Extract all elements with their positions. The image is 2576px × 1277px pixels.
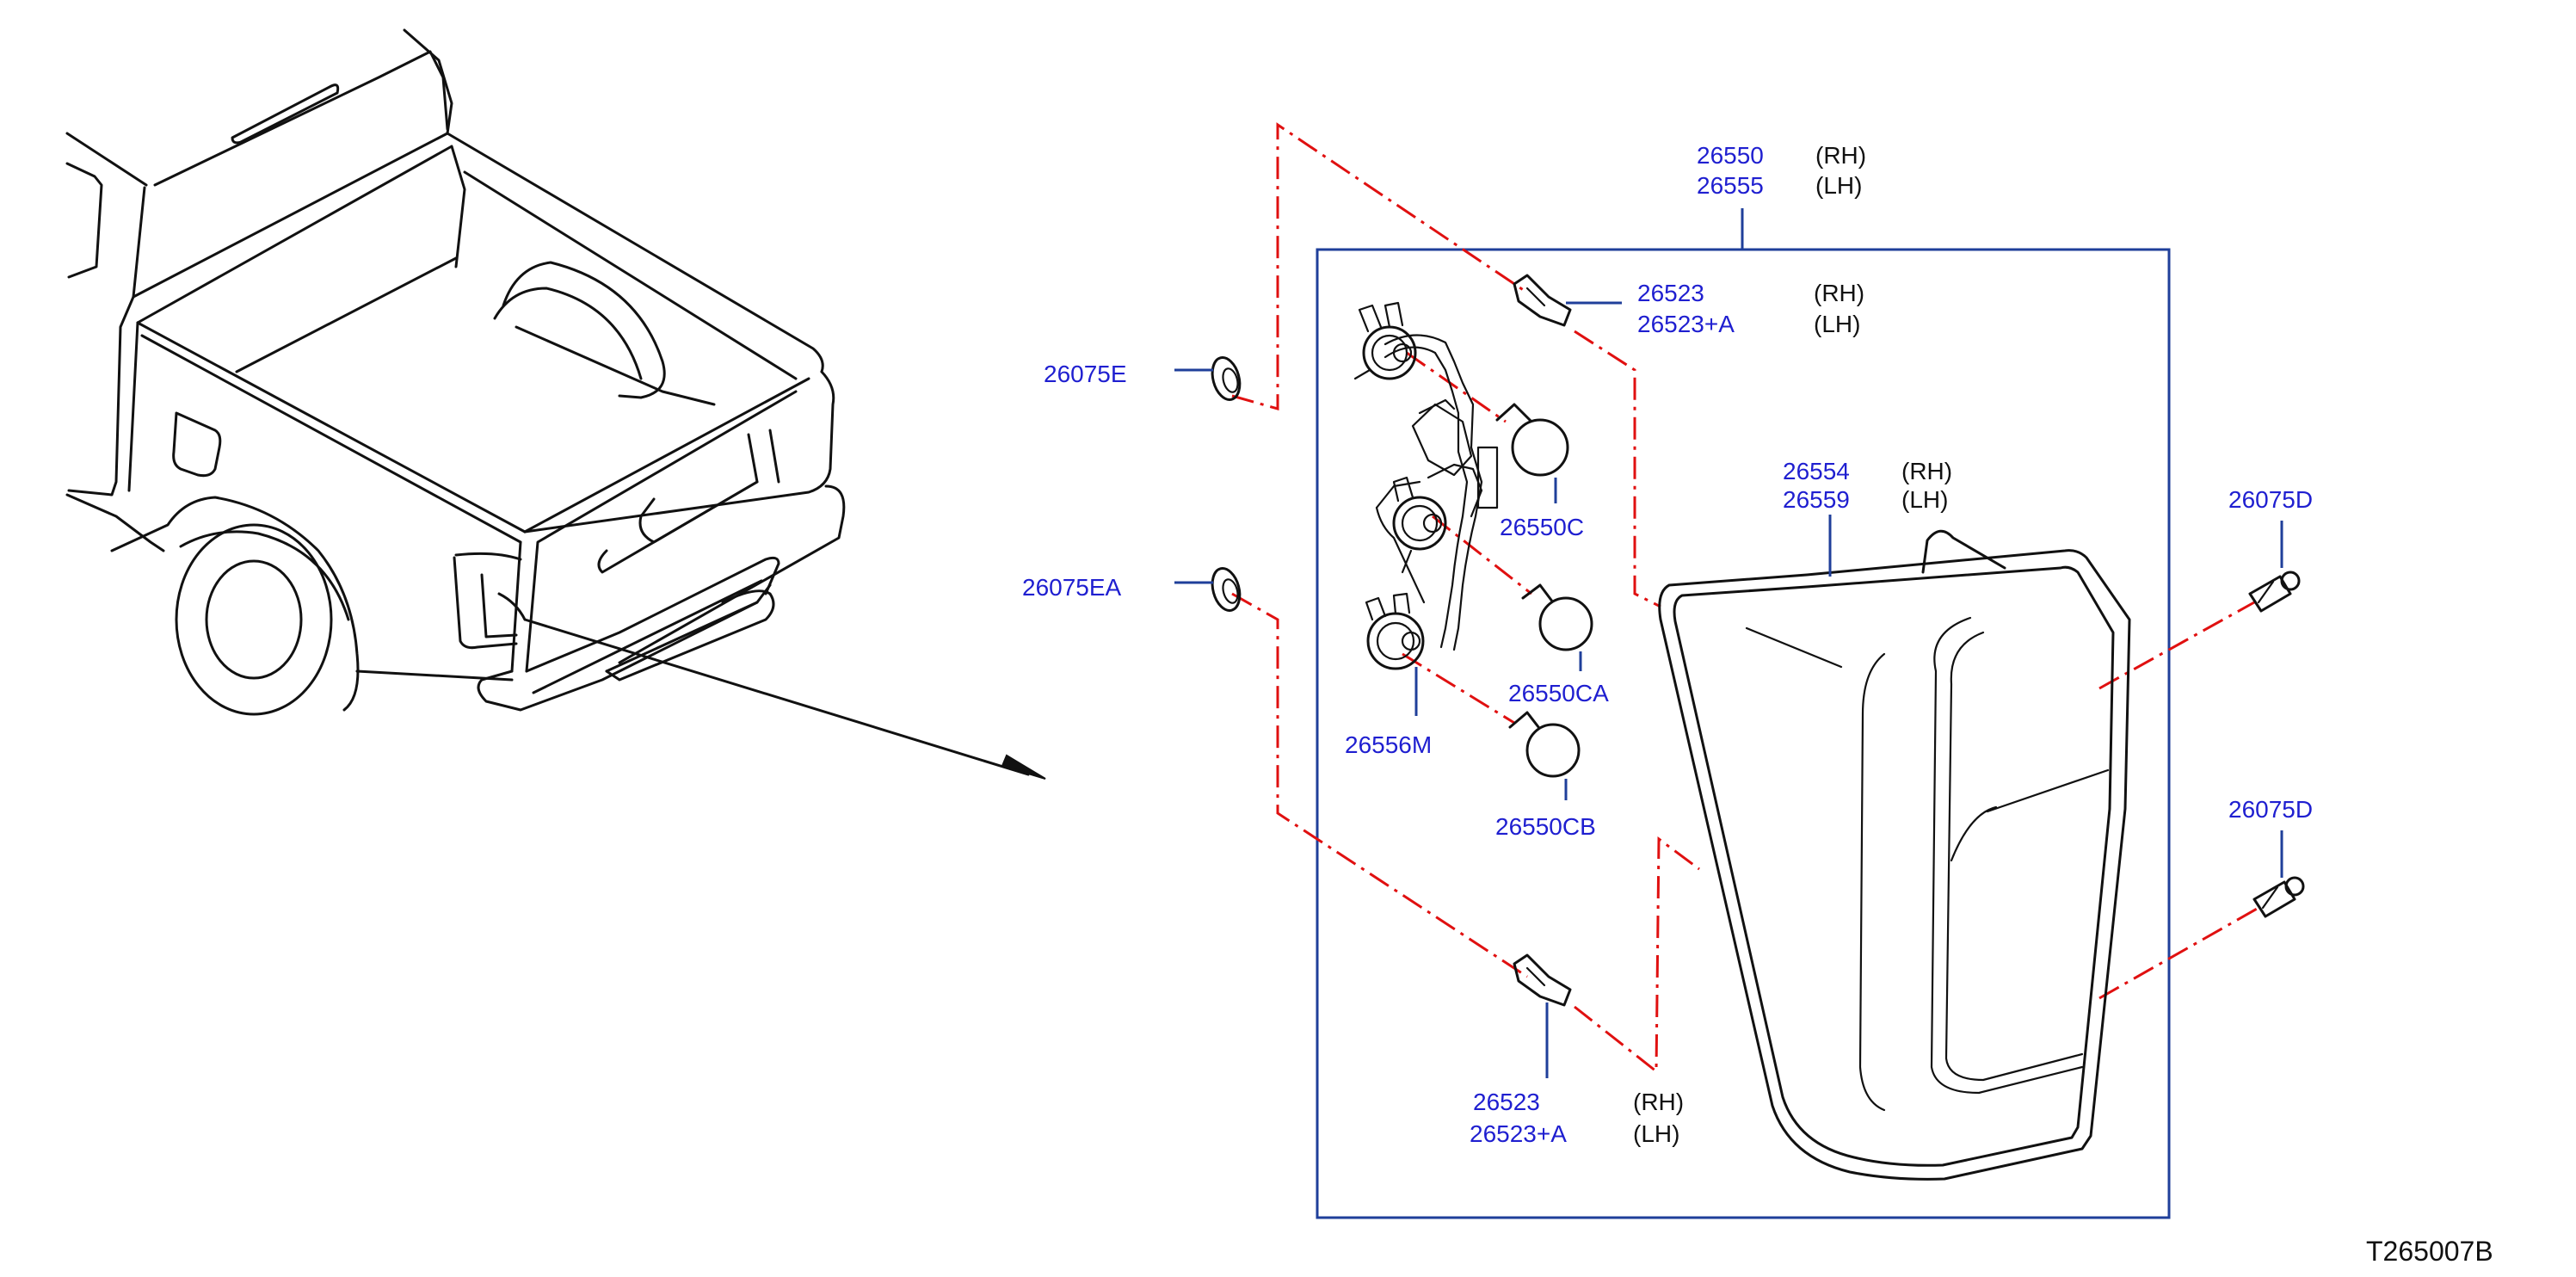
label-bulb-ca: 26550CA	[1508, 680, 1609, 706]
screw-bottom	[2252, 876, 2305, 918]
bulb-26550cb	[1508, 711, 1581, 778]
label-assembly-lh: 26555	[1697, 172, 1764, 199]
label-screw-top: 26075D	[2228, 486, 2313, 513]
label-clip-bottom-rh-side: (RH)	[1633, 1089, 1684, 1115]
clip-top	[1513, 274, 1572, 327]
label-clip-top-rh: 26523	[1637, 280, 1704, 306]
label-clip-top-lh: 26523+A	[1637, 311, 1735, 337]
label-lens-rh: 26554	[1783, 458, 1850, 484]
bulb-26550c	[1495, 403, 1569, 477]
label-bulb-c: 26550C	[1500, 514, 1584, 540]
grommet-26075ea	[1211, 567, 1242, 612]
label-grommet-ea: 26075EA	[1022, 574, 1122, 601]
label-grommet-e: 26075E	[1044, 361, 1127, 387]
grommet-26075e	[1211, 356, 1242, 401]
label-clip-bottom-lh-side: (LH)	[1633, 1120, 1679, 1147]
label-bulb-cb: 26550CB	[1495, 813, 1596, 840]
label-lens-rh-side: (RH)	[1901, 458, 1952, 484]
label-assembly-rh-side: (RH)	[1815, 142, 1866, 169]
label-screw-bottom: 26075D	[2228, 796, 2313, 823]
label-assembly-rh: 26550	[1697, 142, 1764, 169]
label-lens-lh: 26559	[1783, 486, 1850, 513]
socket-lower	[1365, 592, 1425, 670]
clip-bottom	[1513, 953, 1572, 1007]
diagram-reference-code: T265007B	[2366, 1236, 2493, 1267]
label-assembly-lh-side: (LH)	[1815, 172, 1862, 199]
wiring-harness	[1375, 334, 1499, 651]
truck-rear-illustration	[65, 28, 1046, 780]
leader-lines	[1174, 301, 2283, 1078]
bulb-26550ca	[1521, 583, 1593, 651]
label-clip-top-rh-side: (RH)	[1814, 280, 1864, 306]
screw-top	[2248, 571, 2301, 613]
label-clip-bottom-rh: 26523	[1473, 1089, 1540, 1115]
assembly-frame	[1316, 248, 2171, 1219]
label-lens-lh-side: (LH)	[1901, 486, 1948, 513]
tail-lamp-lens	[1658, 529, 2131, 1181]
label-clip-bottom-lh: 26523+A	[1470, 1120, 1567, 1147]
socket-upper	[1353, 301, 1417, 380]
assembly-lines	[1231, 122, 2259, 1075]
socket-middle	[1392, 476, 1447, 574]
label-harness: 26556M	[1345, 731, 1432, 758]
label-clip-top-lh-side: (LH)	[1814, 311, 1860, 337]
